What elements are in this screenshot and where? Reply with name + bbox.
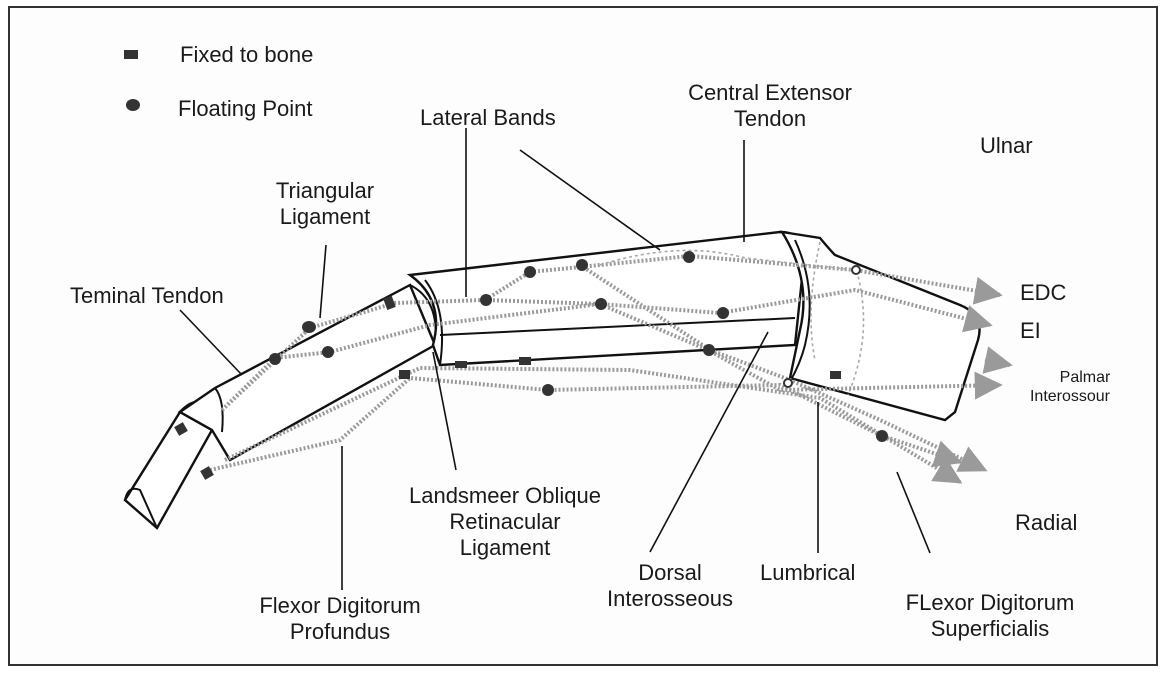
fixed-point [830,371,841,379]
fdp-line1: Flexor Digitorum [215,593,465,619]
triangular-line2: Ligament [245,204,405,230]
ei-label: EI [1020,318,1041,344]
central-extensor-line1: Central Extensor [650,80,890,106]
lateral-bands-label: Lateral Bands [420,105,556,131]
floating-point [595,298,607,310]
dorsal-line2: Interosseous [570,586,770,612]
floating-point [703,344,715,356]
terminal-tendon-label: Teminal Tendon [70,283,224,309]
ulnar-label: Ulnar [980,133,1033,159]
floating-point [784,379,792,387]
dorsal-line1: Dorsal [570,560,770,586]
central-extensor-label: Central Extensor Tendon [650,80,890,132]
triangular-ligament-label: Triangular Ligament [245,178,405,230]
palmar-interossour-label: Palmar Interossour [1010,368,1130,406]
landsmeer-line3: Ligament [365,535,645,561]
legend-floating-label: Floating Point [178,96,313,122]
fds-line2: Superficialis [860,616,1120,642]
landsmeer-label: Landsmeer Oblique Retinacular Ligament [365,483,645,561]
landsmeer-line1: Landsmeer Oblique [365,483,645,509]
landsmeer-line2: Retinacular [365,509,645,535]
lumbrical-label: Lumbrical [760,560,855,586]
fixed-point [455,361,467,368]
central-extensor-line2: Tendon [650,106,890,132]
fdp-line2: Profundus [215,619,465,645]
fds-label: FLexor Digitorum Superficialis [860,590,1120,642]
floating-point [322,346,334,358]
fixed-point [519,357,531,365]
floating-point [876,430,888,442]
legend-fixed-marker [124,50,138,59]
floating-point [542,384,554,396]
floating-point [269,353,281,365]
floating-point [524,266,536,278]
triangular-line1: Triangular [245,178,405,204]
fds-line1: FLexor Digitorum [860,590,1120,616]
dorsal-interosseous-label: Dorsal Interosseous [570,560,770,612]
palmar-line1: Palmar [1010,368,1130,387]
legend-floating-marker [126,99,140,111]
floating-point [576,259,588,271]
fixed-point [399,370,410,379]
edc-label: EDC [1020,280,1066,306]
floating-point [852,266,860,274]
proximal-phalanx [410,232,805,365]
radial-label: Radial [1015,510,1077,536]
middle-phalanx [180,285,436,460]
fdp-label: Flexor Digitorum Profundus [215,593,465,645]
floating-point [683,251,695,263]
palmar-line2: Interossour [1010,387,1130,406]
floating-point [717,307,729,319]
floating-point [302,321,316,333]
legend-fixed-label: Fixed to bone [180,42,313,68]
fixed-point [200,466,214,480]
floating-point [480,294,492,306]
legend-markers [124,50,140,111]
